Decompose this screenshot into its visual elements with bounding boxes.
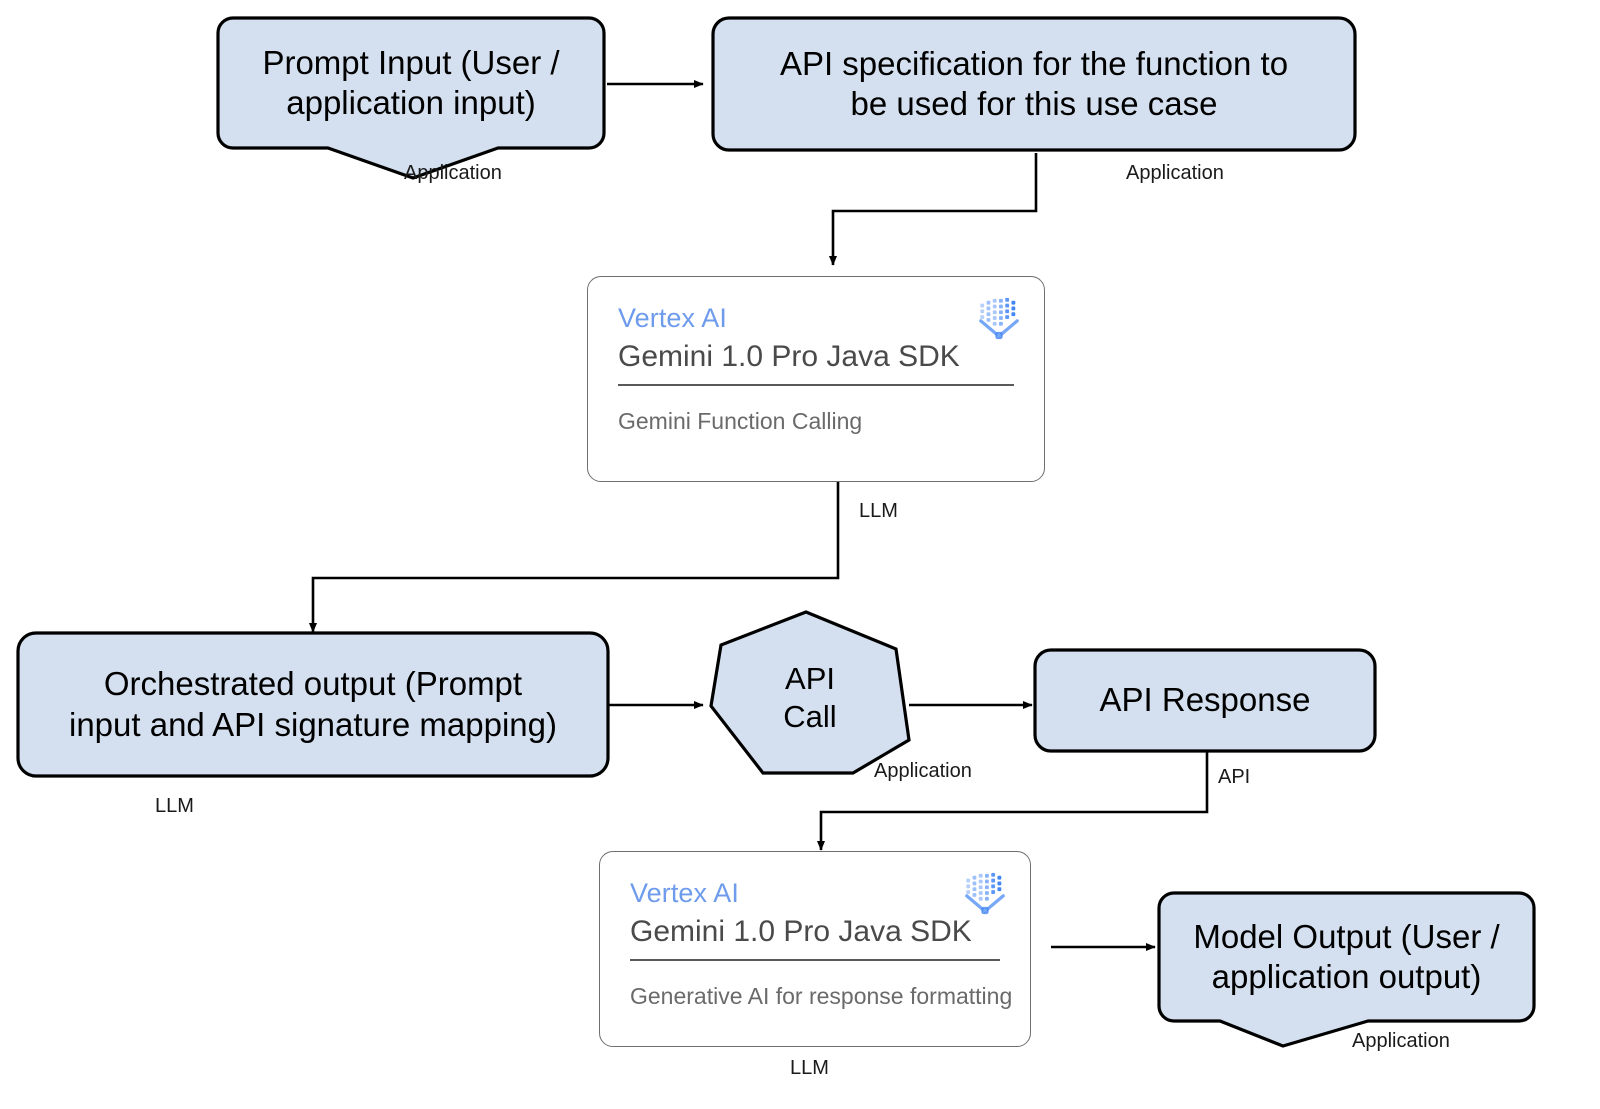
connector-apiresponse-to-vertex2 <box>816 750 1209 851</box>
vertex-ai-brand-label-2: Vertex AI <box>630 878 739 908</box>
vertex-ai-card-top-body: Vertex AI Gemini 1.0 Pro Java SDK Gemini… <box>588 277 1044 481</box>
role-tag-model-output: Application <box>1352 1030 1450 1052</box>
vertex-ai-divider-2 <box>630 958 1000 962</box>
shape-orchestrated-output[interactable] <box>16 631 610 778</box>
vertex-ai-subtitle: Gemini Function Calling <box>618 408 863 435</box>
vertex-ai-logo-icon <box>979 297 1019 340</box>
vertex-ai-divider <box>618 383 1014 387</box>
role-tag-prompt-input: Application <box>404 162 502 184</box>
connector-vertex-to-orchestrated <box>308 482 840 633</box>
vertex-ai-subtitle-2: Generative AI for response formatting <box>630 983 1013 1010</box>
role-tag-api-call: Application <box>874 760 972 782</box>
role-tag-vertex-card-top: LLM <box>859 500 898 522</box>
shape-api-response[interactable] <box>1033 648 1377 753</box>
vertex-ai-card-top[interactable]: Vertex AI Gemini 1.0 Pro Java SDK Gemini… <box>587 276 1045 482</box>
vertex-ai-card-bottom[interactable]: Vertex AI Gemini 1.0 Pro Java SDK Genera… <box>599 851 1031 1047</box>
role-tag-vertex-card-bottom: LLM <box>790 1057 829 1079</box>
shape-api-spec[interactable] <box>711 16 1357 152</box>
vertex-ai-model-title-2: Gemini 1.0 Pro Java SDK <box>630 914 972 948</box>
shape-prompt-input[interactable] <box>216 16 606 180</box>
vertex-ai-logo-icon-2 <box>965 872 1005 915</box>
vertex-ai-brand-label: Vertex AI <box>618 303 727 333</box>
role-tag-orchestrated-output: LLM <box>155 795 194 817</box>
vertex-ai-card-bottom-body: Vertex AI Gemini 1.0 Pro Java SDK Genera… <box>600 852 1030 1046</box>
vertex-ai-model-title: Gemini 1.0 Pro Java SDK <box>618 339 960 373</box>
role-tag-api-spec: Application <box>1126 162 1224 184</box>
connector-apispec-to-vertex <box>828 153 1038 266</box>
shape-api-call[interactable] <box>709 610 911 775</box>
shape-model-output[interactable] <box>1157 891 1536 1048</box>
role-tag-api-response: API <box>1218 766 1251 788</box>
